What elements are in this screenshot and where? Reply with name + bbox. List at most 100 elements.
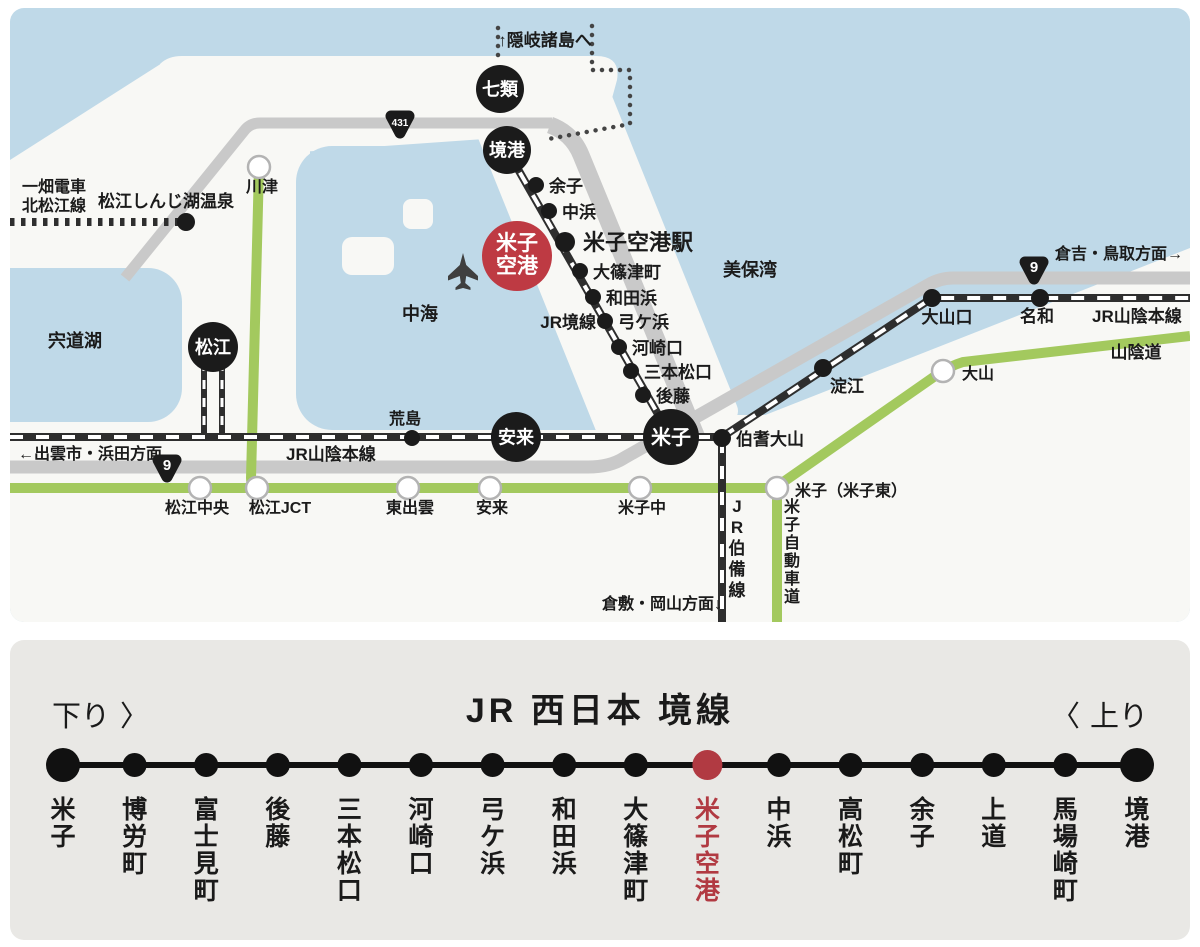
major-station-安来: 安来	[491, 412, 541, 462]
diagram-station-label: 余子	[909, 795, 936, 851]
diagram-station-dot	[692, 750, 723, 780]
station-label: 後藤	[656, 386, 691, 406]
ic-circle	[627, 475, 653, 501]
diagram-station-後藤: 後藤	[265, 753, 291, 851]
station-label: 和田浜	[606, 289, 657, 308]
label-shinjiko-onsen: 松江しんじ湖温泉	[98, 191, 235, 211]
diagram-station-label: 三本松口	[337, 796, 362, 905]
station-label: 大篠津町	[593, 262, 661, 282]
diagram-station-馬場崎町: 馬場崎町	[1053, 753, 1078, 905]
route-badge-number: 431	[392, 118, 409, 129]
direction-up-arrow-icon: 〈	[1051, 701, 1080, 733]
route-shield-icon	[385, 110, 415, 139]
note-izumo-hamada: ←出雲市・浜田方面	[18, 444, 162, 463]
label-miho-bay: 美保湾	[723, 259, 777, 280]
station-荒島: 荒島	[388, 409, 421, 446]
ferry-routes	[495, 23, 633, 143]
diagram-station-dot	[552, 753, 577, 777]
ic-label: 安来	[476, 498, 509, 517]
diagram-station-境港: 境港	[1120, 748, 1154, 851]
label-yonago-expwy: 米子自動車道	[784, 497, 801, 606]
major-station-circle	[491, 412, 541, 462]
major-station-label: 七類	[482, 79, 519, 99]
major-station-circle	[483, 126, 531, 174]
road-431-north	[120, 117, 552, 282]
diagram-station-dot	[623, 753, 648, 777]
station-名和: 名和	[1020, 289, 1054, 326]
ic-label: 松江JCT	[249, 498, 311, 517]
ic-松江中央: 松江中央	[165, 475, 230, 517]
diagram-station-label: 米子	[50, 796, 76, 851]
ic-米子（米子東）: 米子（米子東）	[764, 475, 907, 501]
label-sanin-line-west: JR山陰本線	[286, 444, 376, 464]
diagram-station-河崎口: 河崎口	[408, 753, 434, 878]
route-badge-431: 431	[385, 110, 415, 139]
label-ichibata-line2: 北松江線	[22, 196, 86, 215]
station-shinjiko-onsen-dot	[177, 213, 195, 231]
diagram-station-label: 中浜	[766, 796, 791, 851]
diagram-station-高松町: 高松町	[838, 753, 863, 878]
route-badge-9: 9	[1019, 256, 1049, 285]
rail-stations-small: 余子中浜大篠津町和田浜弓ケ浜河崎口三本松口後藤荒島伯耆大山淀江大山口名和	[388, 176, 1054, 449]
station-大篠津町: 大篠津町	[572, 262, 661, 282]
diagram-station-dot	[409, 753, 433, 777]
ic-東出雲: 東出雲	[386, 475, 434, 517]
label-sanindo: 山陰道	[1111, 342, 1162, 362]
line-diagram-title: JR 西日本 境線	[466, 692, 734, 730]
diagram-station-label: 高松町	[838, 795, 863, 878]
ic-米子中: 米子中	[618, 475, 666, 517]
station-dot	[404, 430, 420, 446]
route-badge-number: 9	[1030, 259, 1038, 276]
diagram-station-和田浜: 和田浜	[552, 753, 577, 878]
station-dot	[585, 289, 601, 305]
diagram-station-博労町: 博労町	[122, 753, 147, 878]
airport-station-dot	[555, 232, 575, 252]
ic-circle	[930, 358, 956, 384]
label-lake-nakaumi: 中海	[402, 303, 438, 324]
ferry-route-sakaiminato	[540, 23, 633, 143]
ic-label: 川津	[245, 178, 278, 196]
station-後藤: 後藤	[635, 386, 691, 406]
station-label: 荒島	[388, 409, 421, 428]
island-eshima	[403, 199, 433, 229]
station-dot	[623, 363, 639, 379]
lake-shinji	[10, 268, 182, 422]
diagram-station-label: 博労町	[122, 796, 147, 878]
station-弓ケ浜: 弓ケ浜	[597, 313, 669, 332]
station-伯耆大山: 伯耆大山	[713, 429, 804, 449]
diagram-station-label: 上道	[981, 796, 1006, 851]
diagram-station-中浜: 中浜	[766, 753, 792, 851]
ic-circle	[246, 154, 272, 180]
island-daikonshima	[342, 237, 394, 275]
label-sakai-line: JR境線	[540, 312, 596, 332]
road-431-yumigahama	[546, 117, 706, 444]
diagram-station-弓ケ浜: 弓ケ浜	[480, 753, 505, 878]
diagram-station-dot	[981, 753, 1006, 777]
station-大山口: 大山口	[922, 289, 973, 327]
ic-label: 大山	[962, 364, 994, 383]
major-station-label: 松江	[195, 336, 231, 357]
ic-安来: 安来	[476, 475, 509, 517]
ic-circle	[187, 475, 213, 501]
ic-circle	[244, 475, 270, 501]
major-station-label: 境港	[489, 139, 526, 160]
major-station-label: 米子	[651, 426, 691, 449]
diagram-station-富士見町: 富士見町	[194, 753, 219, 905]
station-dot	[572, 263, 588, 279]
diagram-station-label: 富士見町	[194, 795, 219, 905]
station-余子: 余子	[528, 176, 583, 196]
diagram-station-余子: 余子	[909, 753, 936, 851]
ic-川津: 川津	[245, 154, 278, 196]
major-station-七類: 七類	[476, 65, 524, 113]
airport-name-line1: 米子	[496, 232, 538, 255]
line-diagram-panel: JR 西日本 境線 下り〉 〈上り 米子博労町富士見町後藤三本松口河崎口弓ケ浜和…	[10, 640, 1190, 940]
diagram-station-大篠津町: 大篠津町	[623, 753, 648, 905]
station-dot	[814, 359, 832, 377]
diagram-station-dot	[480, 753, 505, 777]
ic-label: 東出雲	[386, 498, 434, 517]
diagram-station-dot	[910, 753, 935, 777]
station-label: 中浜	[562, 202, 596, 222]
diagram-station-dot	[337, 753, 362, 777]
